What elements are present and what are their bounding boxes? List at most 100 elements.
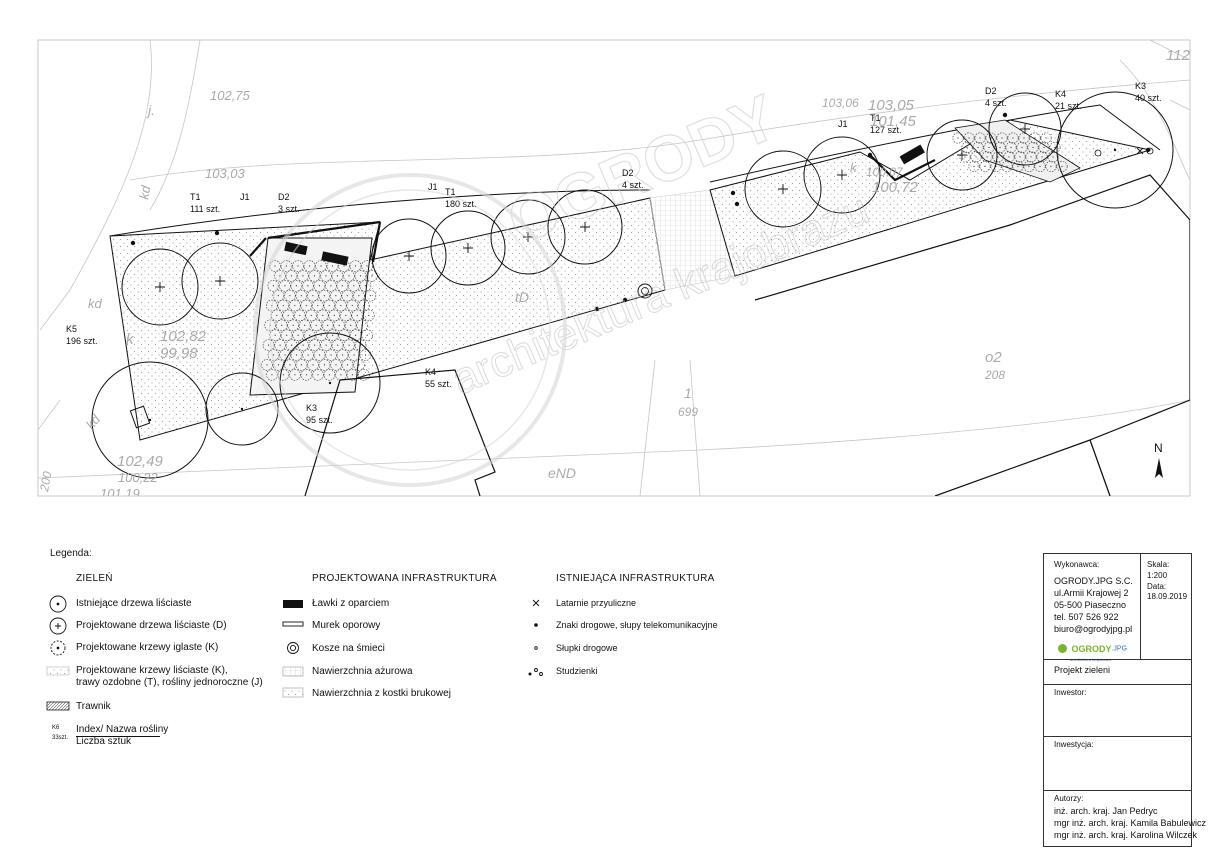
conifer-shrub [310,319,323,332]
conifer-shrub [284,359,296,371]
conifer-shrub [279,279,291,292]
north-arrow: N [1154,441,1163,478]
conifer-shrub [996,132,1008,144]
conifer-shrub [1016,141,1028,153]
plant-code: K5 [66,324,77,334]
grid-surface-symbol [282,666,304,677]
conifer-shrub [361,260,373,272]
conifer-shrub [346,368,359,381]
investment-label: Inwestycja: [1054,740,1094,749]
building-left [304,369,496,496]
conifer-shrub [994,141,1006,153]
conifer-shrub [963,132,975,144]
legend-greenery-heading: ZIELEŃ [76,573,113,584]
parcel-label: tD [515,289,529,305]
conifer-shrub [295,359,308,371]
elevation-label: 102,82 [160,328,207,345]
conifer-shrub [341,359,354,371]
conifer-shrub [1005,141,1017,153]
plant-count: 180 szt. [445,199,477,209]
legend-title: Legenda: [50,548,92,559]
bench-symbol [283,600,303,608]
conifer-shrub [277,299,290,312]
conifer-shrub [952,132,964,144]
legend-index-code: K6 [52,725,60,731]
elevation-label: 103,06 [822,96,859,110]
plant-label: D23 szt. [278,192,300,214]
conifer-shrub [300,368,313,381]
conifer-shrub [351,309,364,322]
conifer-shrub [346,299,359,312]
conifer-shrub [1034,160,1046,172]
legend-index-label: Index/ Nazwa rośliny [76,724,169,735]
date-value: 18.09.2019 [1147,592,1188,601]
conifer-shrub [302,349,314,361]
conifer-shrub [1038,141,1050,153]
legend-item: Ławki z oparciem [312,598,390,609]
plant-code: K3 [306,403,317,413]
plant-count: 21 szt. [1055,101,1082,111]
conifer-shrub [321,319,334,332]
conifer-shrub [1018,132,1030,144]
conifer-shrub [275,319,288,332]
parcel-label: 112 [1166,47,1191,64]
plant-label: T1 180 szt. [445,187,477,209]
conifer-shrub [267,279,280,292]
elevation-label: 100,72 [872,179,919,196]
elevation-label: 101,45 [870,113,917,130]
conifer-shrub [344,319,357,332]
conifer-shrub [323,368,336,381]
lawn-symbol [46,701,70,711]
title-block: Wykonawca: OGRODY.JPG S.C. ul.Armii Kraj… [1043,553,1206,847]
plant-count: 196 szt. [66,336,98,346]
conifer-shrub [284,289,296,302]
planned-tree [181,242,259,320]
curb-line [109,104,1161,237]
planned-tree-symbol [49,617,67,635]
plant-label: J1 [428,182,438,192]
plant-code: T1 [445,187,456,197]
conifer-shrub [1025,151,1037,163]
legend-item: Latarnie przyuliczne [556,598,637,608]
elevation-label: 100,07 [866,165,904,179]
conifer-shrub [318,359,331,371]
conifer-shrub [261,359,273,371]
conifer-shrub [307,289,319,302]
conifer-shrub [288,299,301,312]
plant-count: 111 szt. [190,204,220,214]
legend-item: Murek oporowy [312,620,381,631]
parcel-label: 699 [678,405,698,419]
conifer-shrub [348,349,360,361]
conifer-shrub [1012,160,1024,172]
conifer-shrub [349,329,362,342]
parcel-label: o2 [985,349,1002,366]
conifer-shrub [325,349,337,361]
plant-count: 95 szt. [306,415,333,425]
logo-text: OGRODY [1071,643,1112,654]
plant-count: 55 szt. [425,379,452,389]
planned-tree [490,199,566,275]
north-label: N [1154,441,1163,455]
conifer-shrub [308,270,321,282]
conifer-shrub [343,339,355,351]
conifer-shrub [364,289,377,302]
elevation-label: 102,49 [117,453,164,470]
conifer-shrub [272,289,285,302]
manhole [1094,149,1102,157]
conifer-shrub [1023,160,1035,172]
legend-item: Nawierzchnia ażurowa [312,666,413,677]
manhole-symbol [528,668,543,676]
planned-tree [547,189,623,265]
legend-item: Projektowane krzewy iglaste (K) [76,642,219,653]
legend-item: Trawnik [76,701,111,712]
conifer-shrub [1001,160,1013,172]
survey-lines [38,40,1190,496]
plant-label: J1 [838,119,848,129]
elevation-label: 99,98 [160,345,198,362]
author-name: mgr inż. arch. kraj. Kamila Babulewicz [1054,818,1207,828]
trees [91,91,1174,479]
plant-code: T1 [190,192,201,202]
conifer-shrub [326,329,339,342]
